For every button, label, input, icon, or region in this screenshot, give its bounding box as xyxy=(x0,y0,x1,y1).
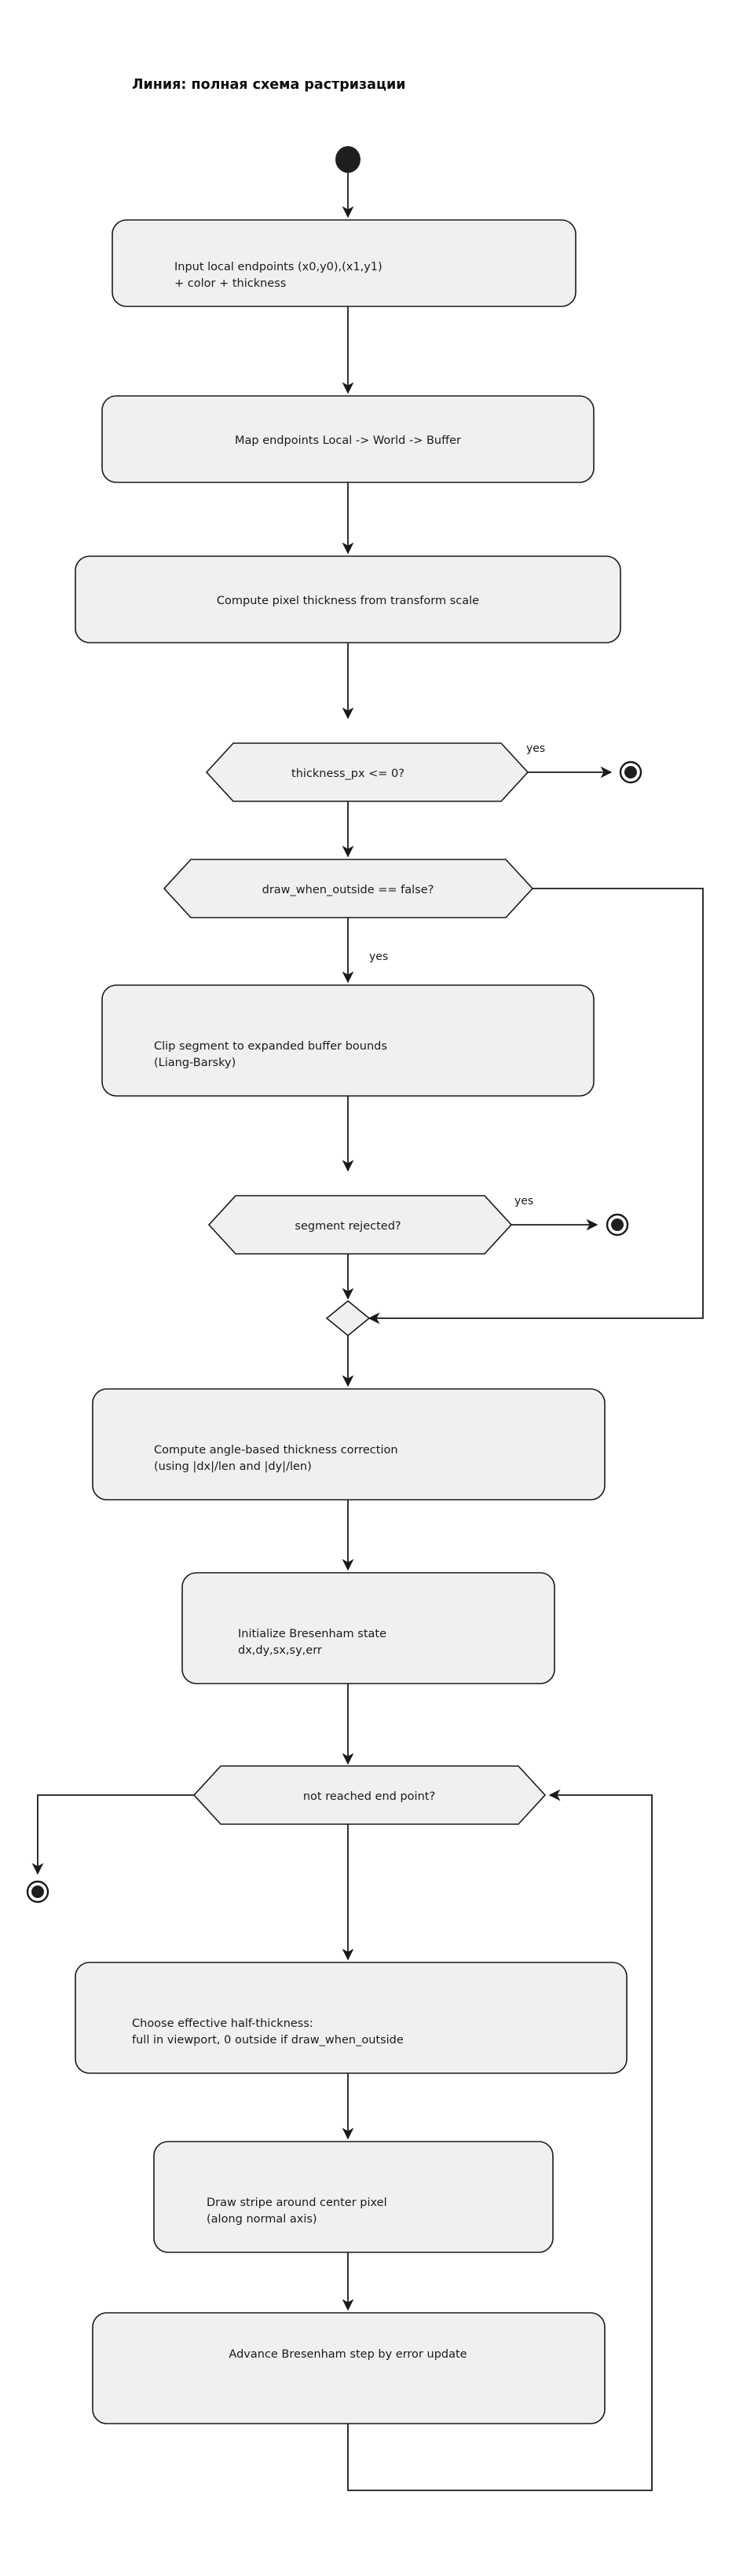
node-input-endpoints-line2: + color + thickness xyxy=(174,277,286,290)
node-input-endpoints[interactable] xyxy=(112,219,576,307)
decision-thickness-px-zero-label: thickness_px <= 0? xyxy=(291,768,404,780)
edge-d4-no-to-end xyxy=(31,1794,194,1875)
merge-node xyxy=(325,1299,371,1337)
node-input-endpoints-line1: Input local endpoints (x0,y0),(x1,y1) xyxy=(174,261,382,273)
decision-thickness-px-zero[interactable] xyxy=(205,742,529,802)
node-angle-thickness-correction-line2: (using |dx|/len and |dy|/len) xyxy=(154,1460,312,1473)
edge-d2-no-to-merge xyxy=(368,888,704,1325)
decision-segment-rejected-label: segment rejected? xyxy=(295,1220,401,1233)
node-draw-stripe-line1: Draw stripe around center pixel xyxy=(207,2197,387,2209)
decision-draw-when-outside-label: draw_when_outside == false? xyxy=(262,884,434,896)
node-draw-stripe-line2: (along normal axis) xyxy=(207,2213,317,2226)
start-node xyxy=(335,146,361,173)
end-node-thickness-zero-inner xyxy=(624,766,637,779)
node-draw-stripe[interactable] xyxy=(153,2141,554,2253)
edge-label-d3-yes: yes xyxy=(514,1195,533,1207)
node-clip-segment-line1: Clip segment to expanded buffer bounds xyxy=(154,1040,387,1053)
edge-label-d1-yes: yes xyxy=(526,742,545,755)
node-angle-thickness-correction[interactable] xyxy=(92,1388,606,1501)
node-clip-segment-line2: (Liang-Barsky) xyxy=(154,1057,236,1069)
decision-draw-when-outside[interactable] xyxy=(163,859,534,918)
node-compute-pixel-thickness-label: Compute pixel thickness from transform s… xyxy=(217,595,479,607)
node-advance-bresenham[interactable] xyxy=(92,2312,606,2424)
node-map-endpoints-label: Map endpoints Local -> World -> Buffer xyxy=(235,434,461,447)
decision-segment-rejected[interactable] xyxy=(207,1195,513,1255)
node-choose-half-thickness[interactable] xyxy=(75,1962,628,2074)
node-choose-half-thickness-line1: Choose effective half-thickness: xyxy=(132,2017,313,2030)
edge-loop-back-to-d4 xyxy=(347,1789,653,2491)
node-angle-thickness-correction-line1: Compute angle-based thickness correction xyxy=(154,1444,398,1457)
page-title: Линия: полная схема растризации xyxy=(132,77,406,93)
node-initialize-bresenham-line1: Initialize Bresenham state xyxy=(238,1628,386,1640)
node-initialize-bresenham[interactable] xyxy=(181,1572,555,1684)
end-node-segment-rejected-inner xyxy=(611,1218,624,1231)
end-node-loop-finished-inner xyxy=(31,1885,44,1898)
node-choose-half-thickness-line2: full in viewport, 0 outside if draw_when… xyxy=(132,2034,404,2047)
decision-not-reached-end-point-label: not reached end point? xyxy=(303,1790,435,1803)
edge-label-d2-yes: yes xyxy=(369,951,388,963)
node-initialize-bresenham-line2: dx,dy,sx,sy,err xyxy=(238,1644,322,1657)
node-advance-bresenham-label: Advance Bresenham step by error update xyxy=(229,2348,467,2361)
